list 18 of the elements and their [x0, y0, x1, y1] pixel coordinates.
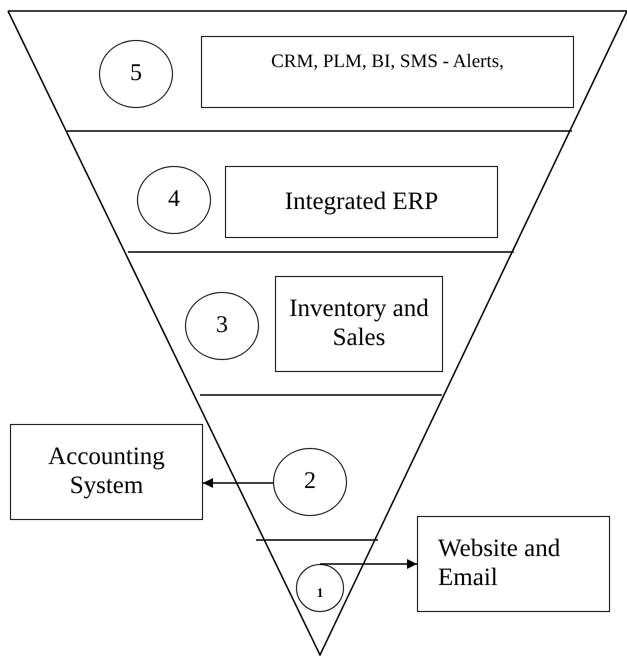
text-box [417, 516, 610, 612]
text-box [275, 276, 443, 372]
level-number: 4 [168, 186, 180, 214]
node-label: CRM, PLM, BI, SMS - Alerts, [271, 51, 504, 73]
node-label: Website and Email [438, 535, 562, 593]
text-box [225, 166, 498, 238]
level-number-circle [296, 564, 344, 612]
level-number: 2 [304, 468, 316, 496]
level-number: 3 [216, 312, 228, 340]
arrow [320, 559, 417, 569]
node-label: Integrated ERP [284, 188, 438, 216]
node-label: Accounting System [47, 443, 166, 501]
node-label: Inventory and Sales [288, 295, 430, 353]
arrow [203, 478, 274, 488]
text-box [10, 424, 203, 520]
level-number: 1 [316, 586, 324, 600]
level-number: 5 [130, 60, 142, 88]
text-box [201, 36, 574, 108]
